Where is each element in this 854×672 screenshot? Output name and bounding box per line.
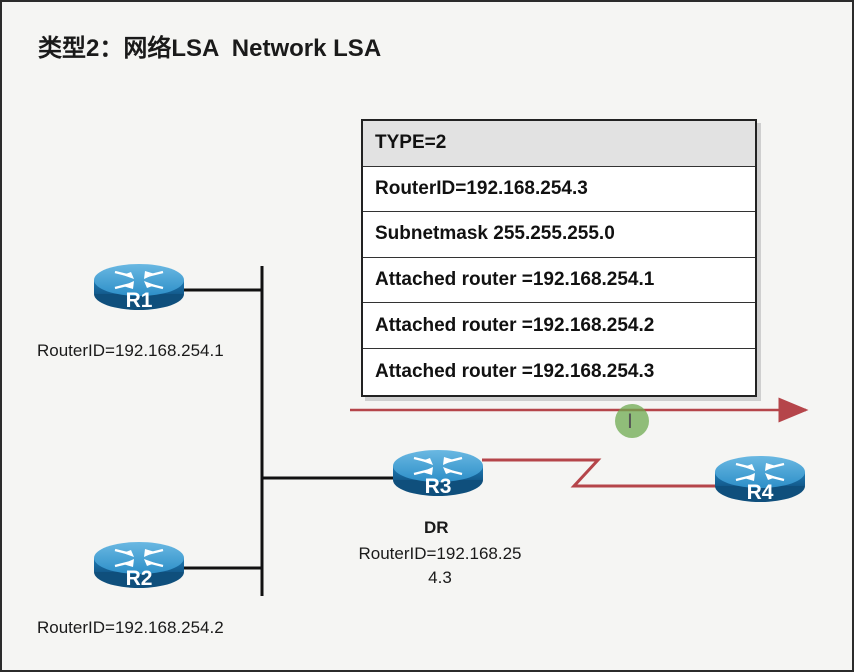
- slide-title: 类型2：网络LSA Network LSA: [38, 35, 382, 62]
- router-r2-id-label: RouterID=192.168.254.2: [37, 618, 224, 637]
- router-r1-name: R1: [126, 289, 153, 312]
- router-r1-id-label: RouterID=192.168.254.1: [37, 341, 224, 360]
- cursor-highlight: [615, 404, 649, 438]
- router-r2[interactable]: R2: [92, 540, 186, 590]
- router-r3-name: R3: [425, 475, 452, 498]
- router-r3-id-line2: 4.3: [428, 568, 452, 587]
- lsa-type-row: TYPE=2: [363, 121, 755, 167]
- router-r3-role-label: DR: [424, 518, 449, 537]
- router-r4-name: R4: [747, 481, 774, 504]
- router-r3-id-line1: RouterID=192.168.25: [358, 544, 522, 563]
- text-cursor-icon: Ⅰ: [627, 409, 633, 433]
- router-r2-name: R2: [126, 567, 153, 590]
- lsa-subnetmask-row: Subnetmask 255.255.255.0: [363, 212, 755, 258]
- router-r3-id-label: RouterID=192.168.25 4.3: [340, 542, 540, 590]
- lsa-attached-router-row: Attached router =192.168.254.2: [363, 303, 755, 349]
- serial-link-r3-r4: [482, 458, 716, 488]
- lsa-attached-router-row: Attached router =192.168.254.1: [363, 258, 755, 304]
- router-r1[interactable]: R1: [92, 262, 186, 312]
- router-r3[interactable]: R3: [391, 448, 485, 498]
- lsa-router-id-row: RouterID=192.168.254.3: [363, 167, 755, 213]
- network-lsa-table: TYPE=2 RouterID=192.168.254.3 Subnetmask…: [361, 119, 757, 397]
- router-r4[interactable]: R4: [713, 454, 807, 504]
- lsa-attached-router-row: Attached router =192.168.254.3: [375, 360, 655, 382]
